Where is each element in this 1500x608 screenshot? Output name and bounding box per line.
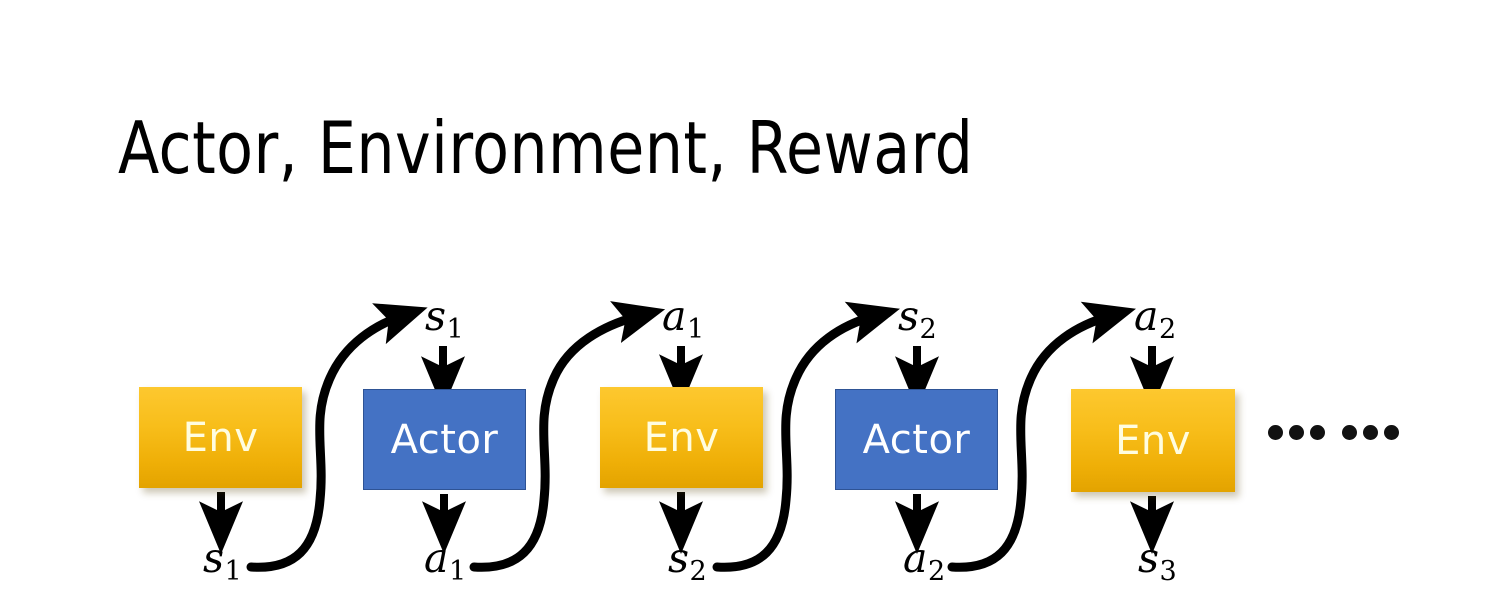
label-bottom-s1-subscript: 1 xyxy=(224,555,242,587)
label-top-s2: s2 xyxy=(898,296,937,343)
label-bottom-s2: s2 xyxy=(668,538,707,585)
label-bottom-s2-symbol: s xyxy=(668,534,690,582)
node-actor-1[interactable]: Actor xyxy=(363,389,526,490)
ellipsis-dot xyxy=(1384,425,1399,440)
node-actor-2[interactable]: Actor xyxy=(835,389,998,490)
ellipsis-continuation xyxy=(1268,425,1399,440)
page-title: Actor, Environment, Reward xyxy=(118,106,974,190)
label-top-a1-subscript: 1 xyxy=(686,313,705,345)
label-top-a1: a1 xyxy=(662,296,704,343)
label-top-s2-symbol: s xyxy=(898,292,920,340)
ellipsis-dot xyxy=(1289,425,1304,440)
label-top-a1-symbol: a xyxy=(662,292,687,340)
node-actor-1-label: Actor xyxy=(390,416,499,463)
label-bottom-a2: a2 xyxy=(903,538,945,585)
label-bottom-s1-symbol: s xyxy=(203,534,225,582)
ellipsis-dot xyxy=(1363,425,1378,440)
label-top-s2-subscript: 2 xyxy=(919,313,937,345)
down-arrow-group xyxy=(420,346,1174,410)
label-bottom-a2-subscript: 2 xyxy=(927,555,946,587)
down-arrow-out-group xyxy=(198,492,1174,555)
label-top-a2: a2 xyxy=(1134,296,1176,343)
node-actor-2-label: Actor xyxy=(862,416,971,463)
node-env-2-label: Env xyxy=(643,414,720,461)
label-top-s1: s1 xyxy=(425,296,464,343)
label-bottom-a2-symbol: a xyxy=(903,534,928,582)
label-bottom-s3-subscript: 3 xyxy=(1159,555,1177,587)
node-env-3-label: Env xyxy=(1115,417,1191,464)
label-top-s1-subscript: 1 xyxy=(446,313,464,345)
label-bottom-s1: s1 xyxy=(203,538,242,585)
node-env-1[interactable]: Env xyxy=(139,387,302,488)
node-env-1-label: Env xyxy=(182,414,259,461)
label-bottom-a1-symbol: a xyxy=(424,534,449,582)
label-bottom-s2-subscript: 2 xyxy=(689,555,707,587)
label-top-s1-symbol: s xyxy=(425,292,447,340)
node-env-2[interactable]: Env xyxy=(600,387,763,488)
node-env-3[interactable]: Env xyxy=(1071,389,1235,492)
label-bottom-a1-subscript: 1 xyxy=(448,555,467,587)
label-bottom-s3: s3 xyxy=(1138,538,1177,585)
ellipsis-dot xyxy=(1310,425,1325,440)
ellipsis-dot xyxy=(1342,425,1357,440)
label-bottom-s3-symbol: s xyxy=(1138,534,1160,582)
label-top-a2-subscript: 2 xyxy=(1158,313,1177,345)
label-bottom-a1: a1 xyxy=(424,538,466,585)
ellipsis-dot xyxy=(1268,425,1283,440)
label-top-a2-symbol: a xyxy=(1134,292,1159,340)
